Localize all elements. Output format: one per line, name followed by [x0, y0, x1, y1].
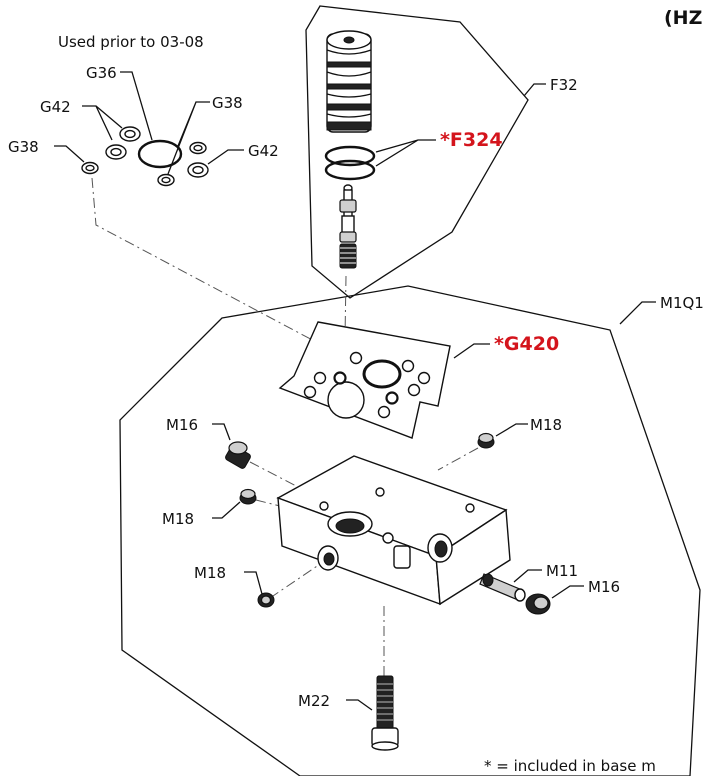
plug-m18-left	[239, 488, 257, 505]
label-g42-right: G42	[248, 142, 279, 160]
plug-m16-right	[525, 593, 551, 615]
note-prior: Used prior to 03-08	[58, 33, 204, 51]
label-m1q1: M1Q1	[660, 294, 704, 312]
label-g42-left: G42	[40, 98, 71, 116]
bolt-m22	[371, 675, 399, 751]
label-m16-right: M16	[588, 578, 620, 596]
label-m18-right: M18	[530, 416, 562, 434]
label-m11: M11	[546, 562, 578, 580]
footnote: * = included in base m	[484, 757, 656, 775]
leader-lines	[54, 71, 656, 711]
label-f32: F32	[550, 76, 578, 94]
gasket-g420	[278, 321, 451, 439]
label-f324: *F324	[440, 129, 503, 151]
plug-m16-left	[225, 441, 251, 469]
alignment-line-m16	[249, 461, 301, 489]
alignment-line-m18-right	[437, 447, 479, 471]
label-g420: *G420	[494, 333, 559, 355]
valve-spool	[339, 184, 357, 269]
check-valve-m11	[479, 573, 526, 602]
valve-cartridge	[326, 30, 372, 133]
label-m18-bottom: M18	[194, 564, 226, 582]
label-g36: G36	[86, 64, 117, 82]
label-g38-top: G38	[212, 94, 243, 112]
seal-kit	[81, 126, 209, 187]
label-g38-left: G38	[8, 138, 39, 156]
plug-m18-right	[477, 432, 495, 449]
manifold-assembly-outline	[119, 285, 701, 776]
plug-m18-bottom	[257, 592, 275, 608]
label-m18-left: M18	[162, 510, 194, 528]
alignment-line-seals	[91, 177, 351, 361]
title-fragment: (HZ	[664, 7, 702, 29]
label-m22: M22	[298, 692, 330, 710]
o-rings-f324	[324, 145, 376, 181]
alignment-line-m18-bottom	[269, 559, 327, 599]
valve-assembly-outline	[305, 5, 529, 299]
label-m16-left: M16	[166, 416, 198, 434]
manifold-block	[276, 455, 511, 606]
